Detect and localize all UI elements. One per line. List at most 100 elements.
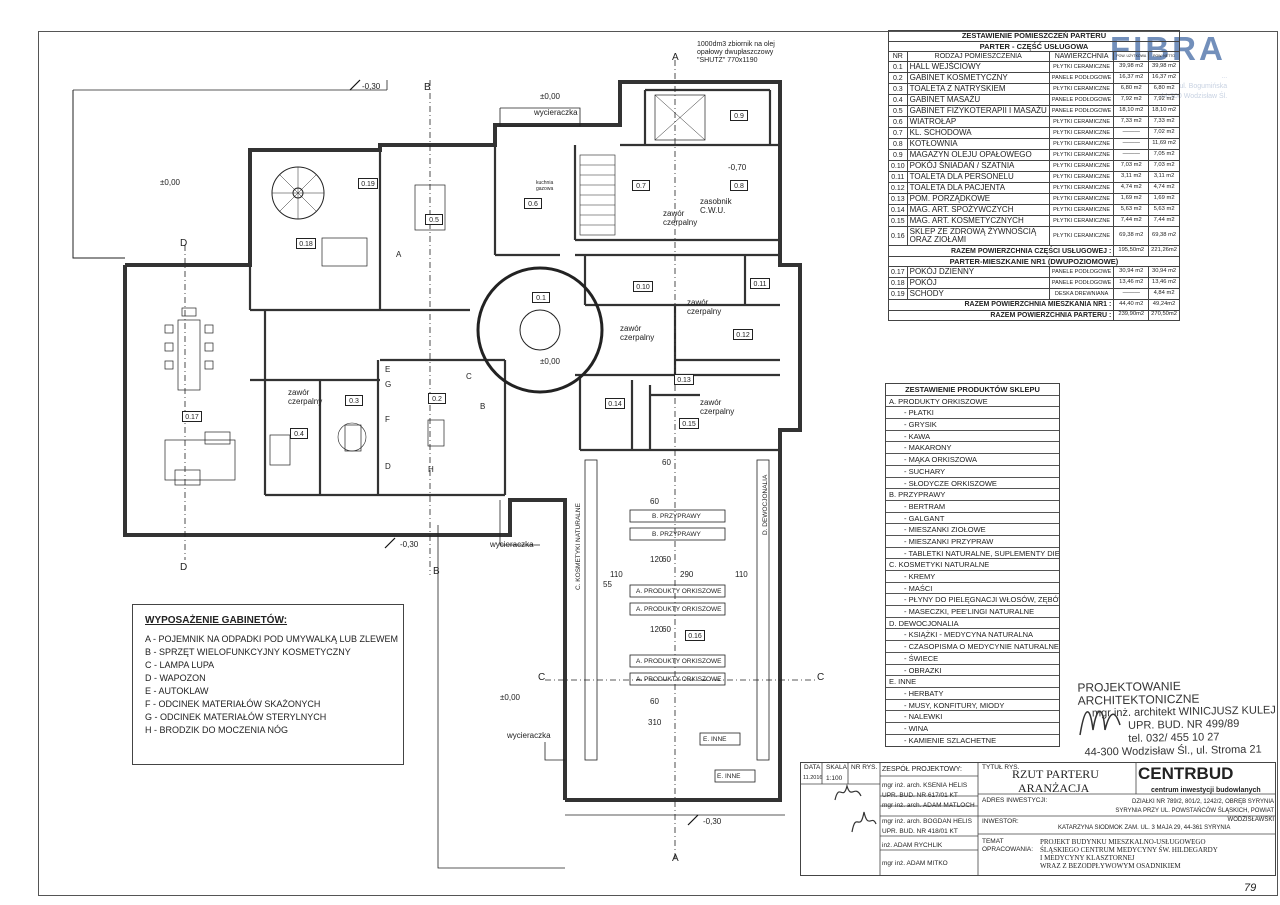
table-cell-a2: 18,10 m2 (1148, 105, 1180, 118)
rooms-table-title: ZESTAWIENIE POMIESZCZEŃ PARTERU (888, 30, 1180, 42)
product-item: - MĄKA ORKISZOWA (886, 454, 1059, 466)
table-cell-a2: 39,98 m2 (1148, 61, 1180, 74)
equipment-legend: WYPOSAŻENIE GABINETÓW: A - POJEMNIK NA O… (132, 604, 404, 765)
table-cell-name: TOALETA DLA PERSONELU (906, 171, 1050, 184)
rooms-section-header: PARTER-MIESZKANIE NR1 (DWUPOZIOMOWE) (888, 255, 1180, 268)
sum-value: 49,24m2 (1148, 299, 1180, 311)
product-item: - GRYSIK (886, 419, 1059, 431)
floor-plan (72, 60, 815, 869)
product-item: - NALEWKI (886, 711, 1059, 723)
table-cell-a1: 69,38 m2 (1113, 226, 1150, 247)
sum-label: RAZEM POWIERZCHNIA CZĘŚCI USŁUGOWEJ : (887, 245, 1115, 257)
table-cell-a2: 7,92 m2 (1148, 94, 1180, 107)
table-cell-a2: 69,38 m2 (1148, 226, 1180, 247)
table-cell-a2: 1,69 m2 (1148, 193, 1180, 206)
section-marker-d: D (180, 562, 188, 573)
table-cell-name: SKLEP ZE ZDROWĄ ŻYWNOŚCIĄ ORAZ ZIOŁAMI (906, 226, 1050, 247)
table-cell-name: KL. SCHODOWA (906, 127, 1050, 140)
product-item: - MIESZANKI PRZYPRAW (886, 536, 1059, 548)
dimension: 110 (610, 570, 623, 579)
tb-team-label: ZESPÓŁ PROJEKTOWY: (882, 766, 963, 773)
equip-letter: A (396, 250, 402, 259)
shelf-label: A. PRODUKTY ORKISZOWE (636, 676, 722, 683)
room-label: 0.16 (685, 630, 705, 641)
room-label: 0.7 (632, 180, 650, 191)
table-cell-name: HALL WEJŚCIOWY (906, 61, 1050, 74)
table-cell-a1: 7,03 m2 (1113, 160, 1150, 173)
section-marker-d: D (180, 238, 188, 249)
table-cell-nr: 0.1 (888, 61, 908, 74)
table-cell-a1: ——— (1113, 149, 1150, 162)
table-cell-a1: 6,80 m2 (1113, 83, 1150, 96)
product-category: D. DEWOCJONALIA (886, 618, 1059, 630)
equipment-title: WYPOSAŻENIE GABINETÓW: (145, 615, 288, 626)
room-label: 0.18 (296, 238, 316, 249)
tb-scale-label: SKALA (826, 764, 847, 771)
dimension: 120 (650, 625, 664, 634)
table-cell-nr: 0.12 (888, 182, 908, 195)
tb-drawing-subtitle: ARANŻACJA (1018, 781, 1090, 795)
room-label: 0.4 (290, 428, 308, 439)
table-cell-a2: 7,05 m2 (1148, 149, 1180, 162)
table-cell-mat: PŁYTKI CERAMICZNE (1048, 116, 1115, 129)
table-cell-a1: 13,46 m2 (1113, 277, 1150, 290)
shelf-label: A. PRODUKTY ORKISZOWE (636, 658, 722, 665)
table-cell-nr: 0.5 (888, 105, 908, 118)
room-label: 0.14 (605, 398, 625, 409)
table-cell-mat: PŁYTKI CERAMICZNE (1048, 171, 1115, 184)
product-category: B. PRZYPRAWY (886, 489, 1059, 501)
centrbud-logo: CENTRBUD (1138, 764, 1234, 783)
table-cell-name: POKÓJ (906, 277, 1050, 290)
equip-letter: C (466, 372, 472, 381)
product-item: - SŁODYCZE ORKISZOWE (886, 478, 1059, 490)
tb-date-value: 11.2016 (803, 775, 823, 781)
col-header: RODZAJ POMIESZCZENIA (906, 50, 1050, 63)
table-cell-a1: 5,63 m2 (1113, 204, 1150, 217)
room-label: 0.1 (532, 292, 550, 303)
sum-label: RAZEM POWIERZCHNIA PARTERU : (887, 309, 1115, 322)
table-cell-a2: 5,63 m2 (1148, 204, 1180, 217)
rooms-table: ZESTAWIENIE POMIESZCZEŃ PARTERU PARTER -… (887, 30, 1180, 322)
shelf-label: A. PRODUKTY ORKISZOWE (636, 588, 722, 595)
signature (851, 811, 877, 833)
table-cell-name: KOTŁOWNIA (906, 138, 1050, 151)
table-cell-a1: ——— (1113, 138, 1150, 151)
product-item: - SUCHARY (886, 466, 1059, 478)
col-header: NR (888, 50, 908, 63)
table-cell-a2: 7,02 m2 (1148, 127, 1180, 140)
table-cell-a1: ——— (1113, 127, 1150, 140)
table-cell-a2: 30,94 m2 (1148, 266, 1180, 279)
table-cell-nr: 0.14 (888, 204, 908, 217)
product-item: - KREMY (886, 571, 1059, 583)
table-cell-mat: PANELE PODŁOGOWE (1048, 266, 1115, 279)
room-label: 0.8 (730, 180, 748, 191)
tb-team: mgr inż. arch. KSENIA HELIS UPR. BUD. NR… (882, 782, 975, 867)
table-cell-nr: 0.2 (888, 72, 908, 85)
products-title: ZESTAWIENIE PRODUKTÓW SKLEPU (886, 384, 1059, 396)
tb-scale-value: 1:100 (826, 775, 843, 782)
section-marker-a: A (672, 52, 679, 63)
room-label: 0.17 (182, 411, 202, 422)
table-cell-mat: PŁYTKI CERAMICZNE (1048, 182, 1115, 195)
product-item: - KSIĄŻKI - MEDYCYNA NATURALNA (886, 629, 1059, 642)
table-cell-name: TOALETA Z NATRYSKIEM (906, 83, 1050, 96)
equip-letter: E (385, 365, 391, 374)
product-item: - PŁATKI (886, 407, 1059, 420)
product-item: - MIESZANKI ZIOŁOWE (886, 524, 1059, 536)
room-label: 0.11 (750, 278, 770, 289)
dimension: 310 (648, 718, 662, 727)
table-cell-a1: 16,37 m2 (1113, 72, 1150, 85)
table-cell-mat: PŁYTKI CERAMICZNE (1048, 193, 1115, 206)
table-cell-a2: 7,44 m2 (1148, 215, 1180, 228)
table-cell-mat: PŁYTKI CERAMICZNE (1048, 61, 1115, 74)
room-label: 0.3 (345, 395, 363, 406)
level-mark: -0,30 (703, 817, 722, 826)
table-cell-nr: 0.3 (888, 83, 908, 96)
